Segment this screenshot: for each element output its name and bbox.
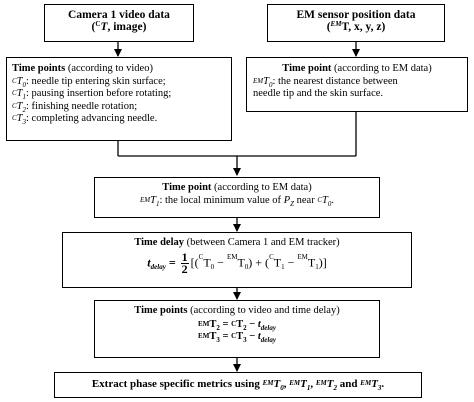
em-sensor-data-box: EM sensor position data (EMT, x, y, z) — [267, 4, 445, 42]
camera-box-subtitle: (CT, image) — [91, 20, 147, 33]
time-delay-heading: Time delay (between Camera 1 and EM trac… — [134, 237, 340, 248]
video-time-points-heading: Time points (according to video) — [12, 63, 153, 74]
em-time-point-box: Time point (according to EM data) EMT0: … — [246, 57, 468, 112]
em-box-subtitle: (EMT, x, y, z) — [326, 20, 386, 33]
em-time-point-line2: needle tip and the skin surface. — [253, 88, 384, 99]
em-time-point-heading: Time point (according to EM data) — [282, 63, 432, 74]
extract-metrics-box: Extract phase specific metrics using EMT… — [54, 372, 422, 398]
final-time-points-box: Time points (according to video and time… — [94, 300, 380, 358]
camera-box-title: Camera 1 video data — [68, 9, 170, 21]
video-tp-item-1: CT1: pausing insertion before rotating; — [12, 88, 172, 101]
em-t3-equation: EMT3 = CT3 − tdelay — [198, 331, 276, 344]
video-tp-item-3: CT3: completing advancing needle. — [12, 113, 158, 126]
video-time-points-box: Time points (according to video) CT0: ne… — [6, 57, 232, 141]
video-tp-item-2: CT2: finishing needle rotation; — [12, 100, 138, 114]
extract-metrics-text: Extract phase specific metrics using EMT… — [91, 378, 385, 392]
final-time-points-heading: Time points (according to video and time… — [134, 305, 340, 316]
em-t1-time-point-box: Time point (according to EM data) EMT1: … — [94, 177, 380, 218]
video-tp-item-0: CT0: needle tip entering skin surface; — [12, 75, 166, 89]
camera-video-data-box: Camera 1 video data (CT, image) — [44, 4, 194, 42]
time-delay-box: Time delay (between Camera 1 and EM trac… — [62, 232, 412, 288]
em-time-point-line1: EMT0: the nearest distance between — [253, 75, 398, 89]
em-box-title: EM sensor position data — [296, 9, 416, 21]
em-t1-heading: Time point (according to EM data) — [162, 182, 312, 193]
em-t1-line: EMT1: the local minimum value of PZ near… — [140, 194, 334, 208]
em-t2-equation: EMT2 = CT2 − tdelay — [198, 318, 276, 332]
